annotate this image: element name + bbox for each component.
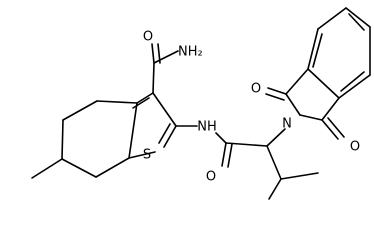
imide-bottom-oxygen-label: O: [350, 140, 360, 155]
imide-top-oxygen-label: O: [251, 82, 261, 97]
bond: [317, 7, 347, 30]
bond: [96, 100, 138, 104]
bond: [299, 114, 323, 121]
bond: [31, 158, 63, 179]
bond: [221, 142, 227, 167]
bond: [307, 28, 319, 70]
atom-labels: NH₂ O NH S O N O O: [143, 30, 360, 185]
bond-lines: [31, 7, 371, 200]
bond: [163, 125, 177, 148]
chemical-structure: NH₂ O NH S O N O O: [31, 7, 371, 200]
bond: [61, 158, 97, 178]
bond: [61, 119, 64, 160]
bond: [321, 97, 340, 121]
bond: [338, 74, 371, 99]
linker-nh-label: NH: [197, 120, 217, 135]
bond: [285, 68, 309, 95]
bond: [128, 151, 156, 159]
sulfur-label: S: [143, 148, 151, 163]
bond: [132, 97, 150, 109]
bond: [321, 119, 339, 140]
bond: [95, 157, 130, 178]
bond: [266, 128, 286, 147]
bond: [267, 87, 287, 95]
bond: [152, 62, 155, 94]
bond: [227, 143, 233, 168]
bond: [153, 50, 179, 64]
bond: [340, 71, 365, 92]
amide-oxygen-label: O: [143, 30, 153, 45]
bond: [312, 33, 323, 68]
imide-nitrogen-label: N: [282, 117, 292, 132]
bond: [158, 123, 171, 144]
bond: [268, 178, 282, 200]
linker-oxygen-label: O: [206, 170, 216, 185]
bond: [151, 43, 155, 64]
bond: [152, 92, 177, 127]
bond: [215, 132, 227, 144]
bond: [348, 13, 365, 31]
bond: [136, 92, 154, 104]
bond: [128, 102, 138, 159]
bond: [225, 142, 268, 147]
bond: [62, 100, 98, 121]
bond: [280, 172, 319, 180]
bond: [265, 93, 285, 101]
bond: [327, 117, 345, 138]
bond: [307, 68, 340, 99]
molecule-canvas: NH₂ O NH S O N O O: [31, 7, 371, 200]
bond: [266, 145, 282, 180]
bond: [285, 93, 301, 116]
bond: [345, 7, 371, 28]
amide-nh2-label: NH₂: [178, 45, 203, 60]
